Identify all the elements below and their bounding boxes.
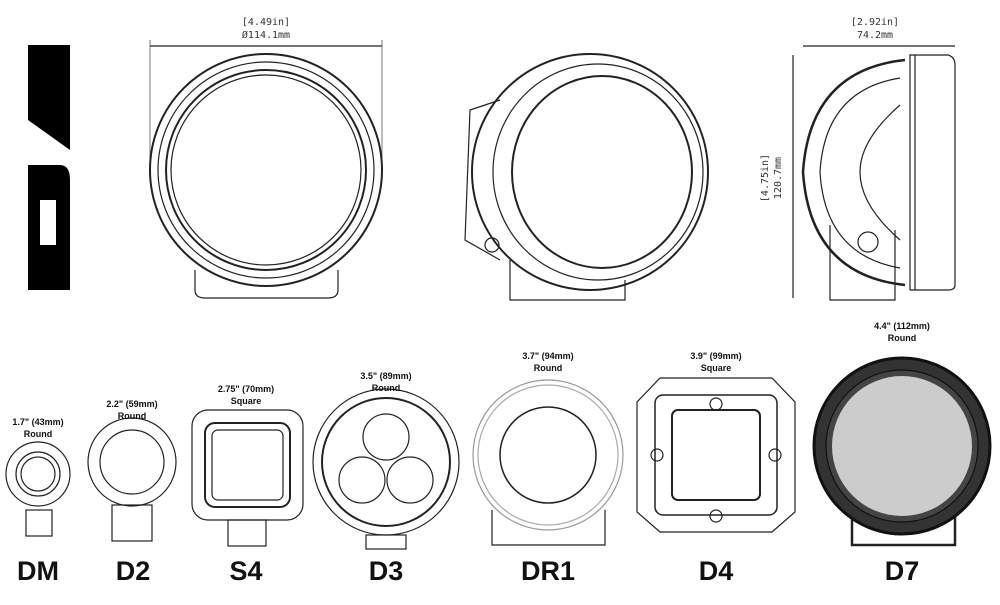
model-label-d7: D7 <box>884 556 920 586</box>
lamp-s4-drawing <box>191 409 304 547</box>
lamp-d4-drawing <box>636 377 796 533</box>
lamp-d7-drawing <box>812 356 992 547</box>
front-view-drawing <box>149 40 383 299</box>
lineup-size-d2: 2.2" (59mm)Round <box>106 399 158 421</box>
lamp-dr1-drawing <box>472 379 624 546</box>
height-inches: [4.75in] <box>760 153 771 203</box>
height-mm: 120.7mm <box>773 156 784 200</box>
lamp-dm-drawing <box>5 441 71 537</box>
lineup-size-dr1: 3.7" (94mm)Round <box>522 351 574 373</box>
lineup-size-dm: 1.7" (43mm)Round <box>12 417 64 439</box>
model-label-d3: D3 <box>368 556 404 586</box>
side-view-drawing <box>792 45 956 301</box>
model-label-s4: S4 <box>229 556 263 586</box>
model-label-dr1: DR1 <box>520 556 575 586</box>
lamp-d3-drawing <box>312 388 460 550</box>
width-inches: [4.49in] <box>241 17 291 28</box>
front-width-label: [4.49in] Ø114.1mm <box>216 16 316 42</box>
d7-logo <box>28 45 70 290</box>
lineup-size-d4: 3.9" (99mm)Square <box>690 351 742 373</box>
side-depth-label: [2.92in] 74.2mm <box>830 16 920 42</box>
lineup-size-s4: 2.75" (70mm)Square <box>217 384 275 406</box>
model-label-dm: DM <box>17 556 59 586</box>
width-mm: Ø114.1mm <box>241 30 291 41</box>
side-height-label: [4.75in] 120.7mm <box>759 128 785 228</box>
depth-inches: [2.92in] <box>850 17 900 28</box>
lineup-size-d3: 3.5" (89mm)Round <box>360 371 412 393</box>
lineup-size-d7: 4.4" (112mm)Round <box>874 321 930 343</box>
model-label-d4: D4 <box>698 556 734 586</box>
perspective-view-drawing <box>464 53 709 301</box>
lamp-d2-drawing <box>87 417 177 542</box>
model-label-d2: D2 <box>115 556 151 586</box>
depth-mm: 74.2mm <box>856 30 894 41</box>
